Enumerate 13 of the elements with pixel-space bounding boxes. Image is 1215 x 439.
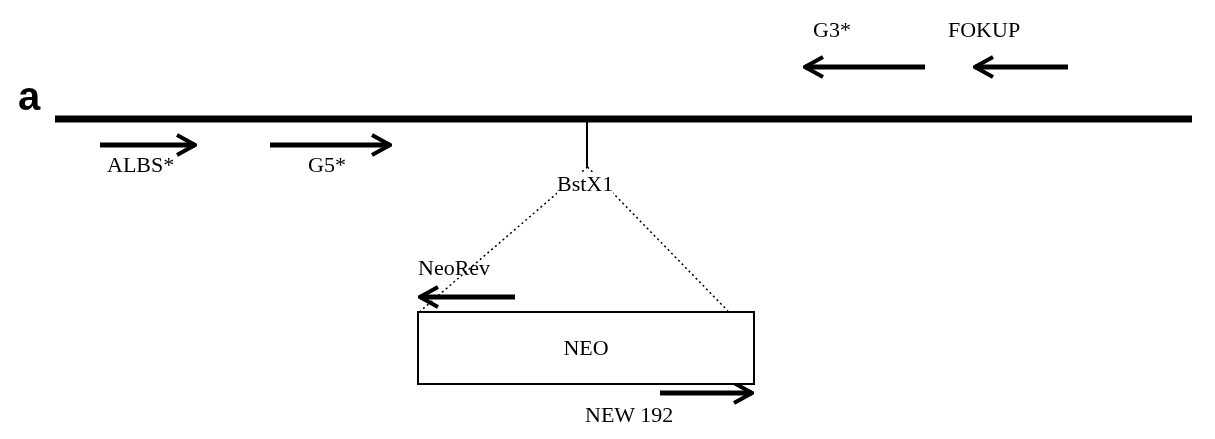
insertion-line — [586, 166, 729, 312]
restriction-site-tick — [586, 119, 588, 167]
primer-label: G5* — [308, 153, 346, 177]
insertion-line — [419, 166, 589, 312]
gene-box — [417, 311, 755, 385]
gene-name: NEO — [563, 335, 609, 361]
primer-label: FOKUP — [948, 18, 1021, 42]
primer-label: NEW 192 — [585, 403, 674, 427]
site-label: BstX1 — [557, 172, 614, 196]
primer-label: G3* — [813, 18, 851, 42]
primer-label: NeoRev — [418, 256, 491, 280]
primer-label: ALBS* — [107, 153, 175, 177]
panel-letter: a — [18, 74, 41, 118]
